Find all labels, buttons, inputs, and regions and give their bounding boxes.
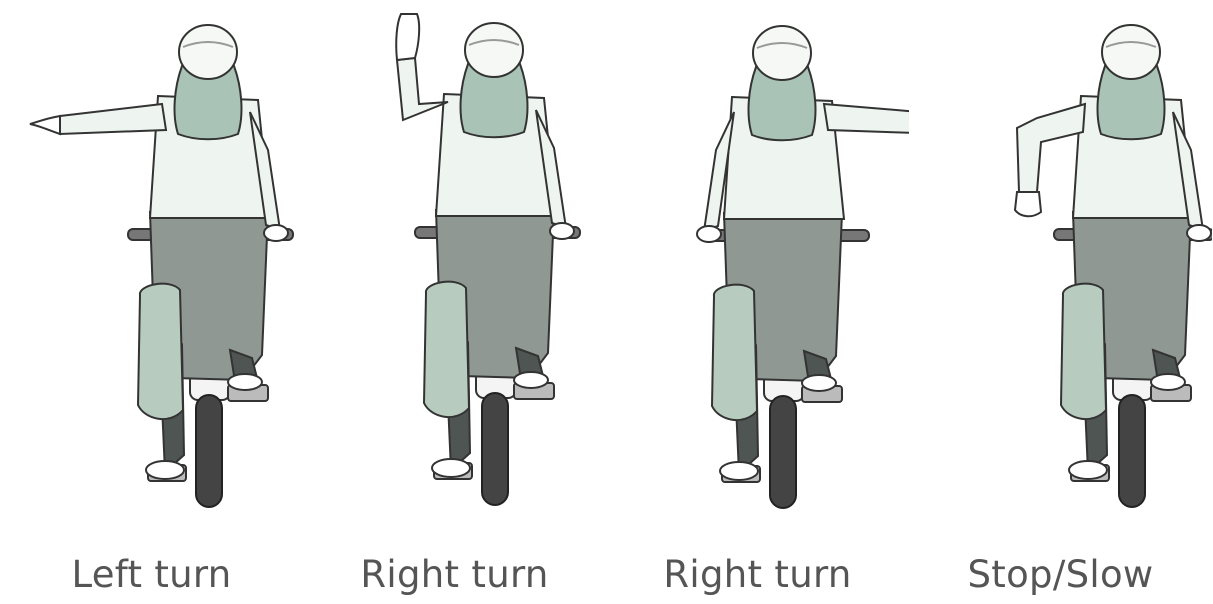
signal-caption: Stop/Slow <box>909 556 1212 593</box>
signal-caption: Left turn <box>0 556 303 593</box>
signal-caption: Right turn <box>303 556 606 593</box>
cyclist <box>697 26 909 480</box>
signal-panel-right-turn-extended-arm: Right turn <box>606 0 909 604</box>
cyclist-illustration-left-arm-down <box>909 0 1212 550</box>
signal-caption: Right turn <box>606 556 909 593</box>
signal-panel-right-turn-raised-arm: Right turn <box>303 0 606 604</box>
cyclist <box>1015 25 1211 479</box>
signal-panel-stop-slow: Stop/Slow <box>909 0 1212 604</box>
cyclist-illustration-right-arm-out <box>606 0 909 550</box>
cyclist <box>30 25 288 479</box>
cyclist-illustration-left-arm-out <box>0 0 303 550</box>
cyclist-illustration-left-arm-raised <box>303 0 606 550</box>
signal-panel-left-turn: Left turn <box>0 0 303 604</box>
